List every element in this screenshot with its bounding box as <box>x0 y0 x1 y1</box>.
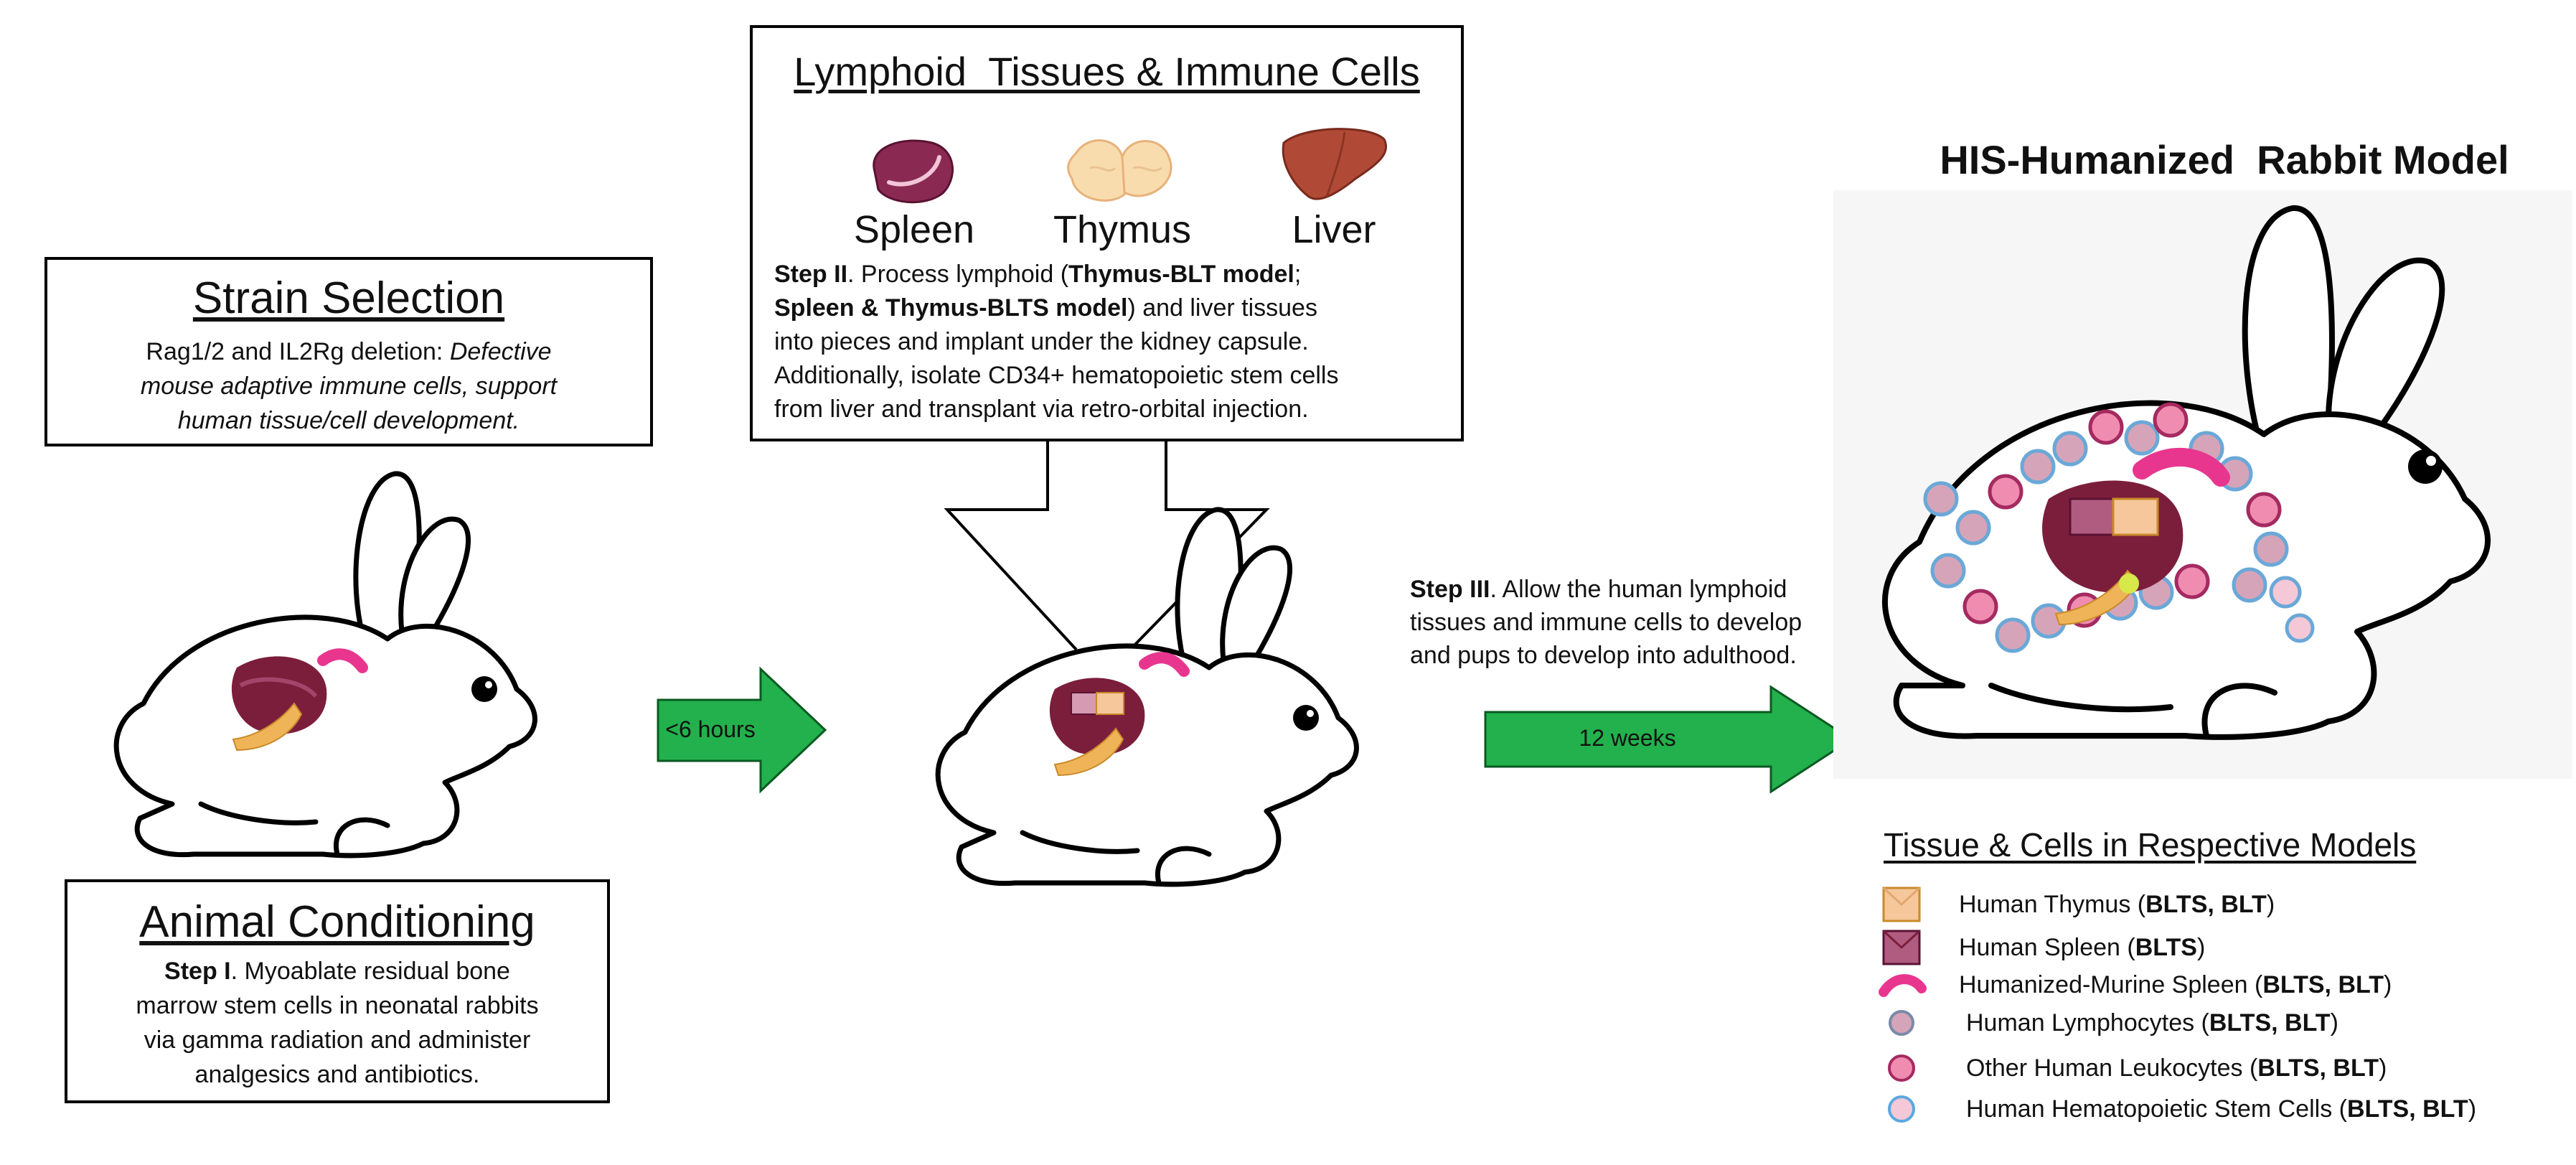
spleen-graft-icon <box>1882 930 1921 965</box>
legend: Human Thymus (BLTS, BLT) Human Spleen (B… <box>1879 886 2569 1145</box>
legend-item-lymphocytes: Human Lymphocytes (BLTS, BLT) <box>1880 1005 2338 1041</box>
organ-label-thymus: Thymus <box>1053 208 1192 251</box>
liver-organ-icon <box>1282 128 1388 200</box>
animal-conditioning-title: Animal Conditioning <box>139 897 535 947</box>
arrow-6-hours <box>657 666 827 794</box>
stem-cell-icon <box>1888 1095 1915 1123</box>
arrow-12-weeks-label: 12 weeks <box>1579 725 1676 751</box>
lymphoid-tissues-title: Lymphoid Tissues & Immune Cells <box>794 49 1420 94</box>
organ-label-liver: Liver <box>1292 208 1376 251</box>
legend-item-murine-spleen: Humanized-Murine Spleen (BLTS, BLT) <box>1879 967 2392 1003</box>
lymphoid-tissues-box: Lymphoid Tissues & Immune Cells Spleen T… <box>750 25 1464 441</box>
rabbit-middle-illustration <box>935 507 1359 887</box>
his-model-title: HIS-Humanized Rabbit Model <box>1940 137 2509 182</box>
thymus-organ-icon <box>1067 139 1172 202</box>
organ-label-spleen: Spleen <box>853 208 975 251</box>
rabbit-left-illustration <box>113 471 537 858</box>
step2-text: Step II. Process lymphoid (Thymus-BLT mo… <box>774 261 1339 423</box>
legend-item-leukocytes: Other Human Leukocytes (BLTS, BLT) <box>1880 1050 2387 1086</box>
legend-item-thymus: Human Thymus (BLTS, BLT) <box>1880 886 2275 922</box>
legend-title: Tissue & Cells in Respective Models <box>1884 826 2417 864</box>
animal-conditioning-text: Step I. Myoablate residual bone marrow s… <box>136 958 539 1088</box>
spleen-organ-icon <box>873 139 954 204</box>
step3-text: Step III. Allow the human lymphoid tissu… <box>1410 576 1802 669</box>
strain-selection-title: Strain Selection <box>192 273 505 323</box>
strain-selection-box: Strain Selection Rag1/2 and IL2Rg deleti… <box>44 257 653 446</box>
legend-item-stem-cells: Human Hematopoietic Stem Cells (BLTS, BL… <box>1880 1091 2476 1127</box>
rabbit-humanized-illustration <box>1833 190 2572 779</box>
murine-spleen-icon <box>1879 974 1927 997</box>
arrow-6-hours-label: <6 hours <box>665 716 756 742</box>
legend-item-spleen: Human Spleen (BLTS) <box>1880 930 2205 965</box>
thymus-graft-icon <box>1882 886 1921 922</box>
leukocyte-icon <box>1888 1054 1915 1082</box>
strain-selection-text: Rag1/2 and IL2Rg deletion: Defective mou… <box>140 338 558 434</box>
lymphocyte-icon <box>1889 1010 1914 1036</box>
animal-conditioning-box: Animal Conditioning Step I. Myoablate re… <box>65 879 610 1103</box>
arrow-12-weeks <box>1484 685 1853 794</box>
